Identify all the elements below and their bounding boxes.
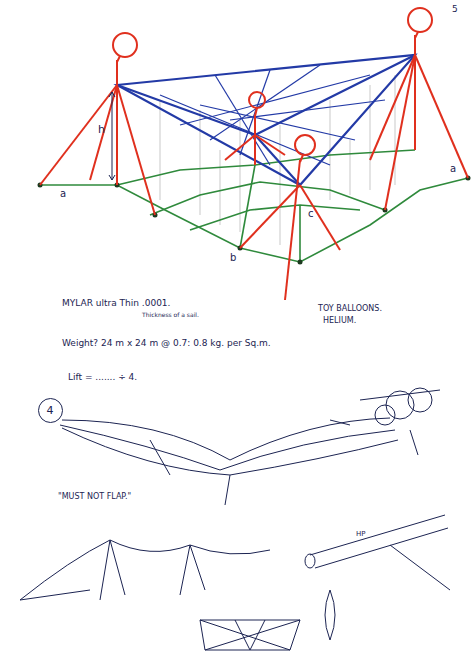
balloon-circle: 4 xyxy=(38,398,63,423)
sketch-note: c xyxy=(308,208,314,220)
sketch-note: HELIUM. xyxy=(323,316,356,325)
sketch-note: Lift = ....... ÷ 4. xyxy=(68,372,137,382)
sketch-note: HP xyxy=(356,530,366,538)
balloon-number: 4 xyxy=(47,404,54,417)
sketch-note: a xyxy=(60,188,66,200)
sketch-note: Weight? 24 m x 24 m @ 0.7: 0.8 kg. per S… xyxy=(62,338,271,348)
sketch-note: 5 xyxy=(452,4,458,14)
sketch-note: TOY BALLOONS. xyxy=(318,304,382,313)
sketch-note: h xyxy=(98,124,105,137)
sketch-note: MYLAR ultra Thin .0001. xyxy=(62,298,170,308)
sketch-note: "MUST NOT FLAP." xyxy=(58,492,131,501)
sketch-note: a xyxy=(450,163,456,175)
sketch-note: b xyxy=(230,252,236,264)
sketch-note: Thickness of a sail. xyxy=(142,312,199,319)
